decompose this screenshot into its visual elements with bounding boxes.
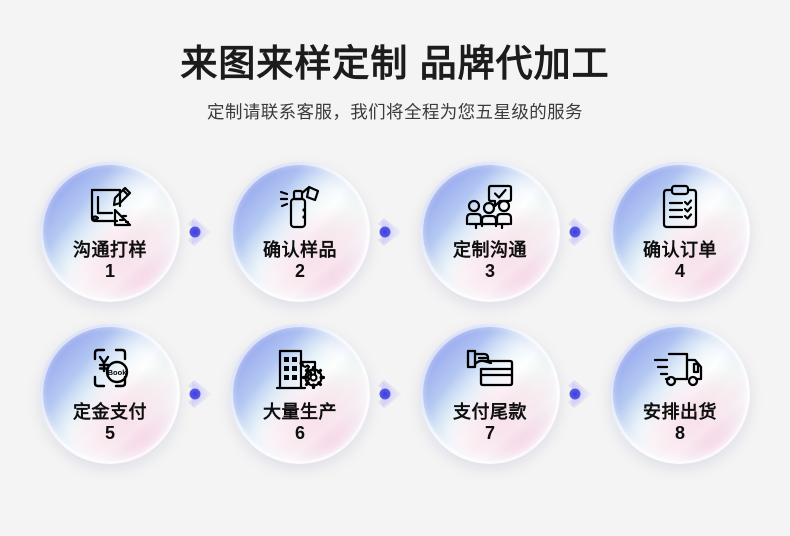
step-badge-6[interactable]: 大量生产 6: [230, 324, 370, 464]
step-badge-7-content: 支付尾款 7: [420, 324, 560, 464]
hand-credit-card-icon: [461, 343, 519, 395]
step-badge-5-number: 5: [104, 423, 115, 444]
chevron-right-arrow-icon: [370, 210, 420, 254]
process-flow-row-1: 沟通打样 1: [0, 152, 790, 312]
step-badge-2-number: 2: [294, 261, 305, 282]
step-badge-6-label: 大量生产: [263, 402, 337, 422]
process-flow: 沟通打样 1: [0, 152, 790, 474]
step-badge-1[interactable]: 沟通打样 1: [40, 162, 180, 302]
step-badge-1-number: 1: [104, 261, 115, 282]
step-badge-6-number: 6: [294, 423, 305, 444]
factory-gear-icon: [271, 343, 329, 395]
step-badge-2[interactable]: 确认样品 2: [230, 162, 370, 302]
step-badge-5-content: Book 定金支付 5: [40, 324, 180, 464]
step-badge-4-label: 确认订单: [643, 240, 717, 260]
delivery-truck-icon: [651, 343, 709, 395]
chevron-right-arrow-icon: [560, 210, 610, 254]
step-badge-8-label: 安排出货: [643, 402, 717, 422]
svg-text:Book: Book: [108, 368, 128, 377]
step-badge-3[interactable]: 定制沟通 3: [420, 162, 560, 302]
step-badge-1-content: 沟通打样 1: [40, 162, 180, 302]
step-badge-3-number: 3: [484, 261, 495, 282]
step-badge-8-content: 安排出货 8: [610, 324, 750, 464]
page-subtitle: 定制请联系客服，我们将全程为您五星级的服务: [207, 101, 583, 122]
step-badge-6-content: 大量生产 6: [230, 324, 370, 464]
step-badge-4-number: 4: [674, 261, 685, 282]
page-title: 来图来样定制 品牌代加工: [180, 43, 610, 84]
chevron-right-arrow-icon: [370, 372, 420, 416]
chevron-right-arrow-icon: [180, 372, 230, 416]
spray-bottle-icon: [271, 181, 329, 233]
step-badge-5-label: 定金支付: [73, 402, 147, 422]
chevron-right-arrow-icon: [180, 210, 230, 254]
page-header: 来图来样定制 品牌代加工 定制请联系客服，我们将全程为您五星级的服务: [0, 0, 790, 124]
step-badge-5[interactable]: Book 定金支付 5: [40, 324, 180, 464]
step-badge-2-label: 确认样品: [263, 240, 337, 260]
step-badge-8-number: 8: [674, 423, 685, 444]
step-badge-7-number: 7: [484, 423, 495, 444]
step-badge-3-content: 定制沟通 3: [420, 162, 560, 302]
chevron-right-arrow-icon: [560, 372, 610, 416]
step-badge-4-content: 确认订单 4: [610, 162, 750, 302]
clipboard-checklist-icon: [651, 181, 709, 233]
step-badge-7-label: 支付尾款: [453, 402, 527, 422]
process-flow-row-2: Book 定金支付 5: [0, 314, 790, 474]
step-badge-8[interactable]: 安排出货 8: [610, 324, 750, 464]
team-meeting-icon: [461, 181, 519, 233]
step-badge-4[interactable]: 确认订单 4: [610, 162, 750, 302]
deposit-payment-icon: Book: [81, 343, 139, 395]
step-badge-3-label: 定制沟通: [453, 240, 527, 260]
design-draft-icon: [81, 181, 139, 233]
step-badge-2-content: 确认样品 2: [230, 162, 370, 302]
step-badge-7[interactable]: 支付尾款 7: [420, 324, 560, 464]
step-badge-1-label: 沟通打样: [73, 240, 147, 260]
